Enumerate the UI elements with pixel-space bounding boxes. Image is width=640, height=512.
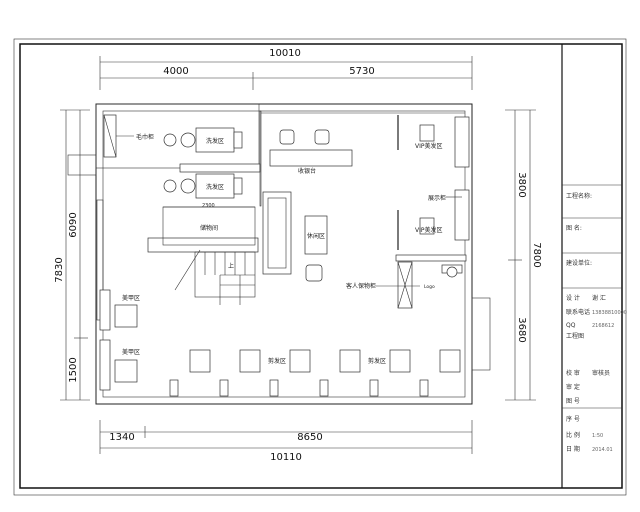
mirror-station [319,379,329,397]
stairs-up-label: 上 [228,262,234,270]
label-wash-area-1: 洗发区 [206,137,224,145]
scale-value: 1:50 [592,433,603,439]
cashier-counter [269,149,353,167]
outer-border [13,38,627,496]
project-label: 工程名称: [566,192,592,200]
qq-value: 2168612 [592,323,614,329]
sofa [262,191,292,275]
label-display-cabinet: 展示柜 [428,194,446,202]
label-wash-area-2: 洗发区 [206,183,224,191]
dim-right-total: 7800 [531,242,542,267]
label-nail-area-2: 美甲区 [122,348,140,356]
cutting-chairs [169,349,461,397]
dim-right-lower: 3680 [516,317,527,342]
dim-bottom-left: 1340 [109,432,134,443]
mirror-station [419,379,429,397]
label-vip-1: VIP美发区 [415,142,443,150]
qq-label: QQ [566,322,576,329]
label-towel-cabinet: 毛巾柜 [136,133,154,141]
mirror-station [169,379,179,397]
dim-left-upper: 6090 [68,212,79,237]
inner-border [19,43,623,489]
cutting-chair [389,349,411,373]
dim-top-total: 10010 [269,48,301,59]
date2-value: 2014.01 [592,447,613,453]
dim-small: 2300 [202,203,215,209]
cutting-chair [189,349,211,373]
date-label: 审 定 [566,383,580,391]
mirror-station [219,379,229,397]
furniture [103,114,463,383]
label-nail-area-1: 美甲区 [122,294,140,302]
check-label: 校 审 [566,369,580,377]
dim-left-lower: 1500 [68,357,79,382]
label-lounge: 休闲区 [307,232,325,240]
unit-label: 建设单位: [566,259,592,267]
cutting-chair [239,349,261,373]
wash-bed-1 [195,127,235,153]
check-value: 审核员 [592,369,610,377]
label-storage: 储物间 [200,224,218,232]
title-block: 工程名称: 图 名: 建设单位: 设 计 谢 汇 联系电话 1383881000… [562,184,627,453]
cutting-chair [289,349,311,373]
cutting-chair [339,349,361,373]
dim-bottom-right: 8650 [297,432,322,443]
seal-label: 工程图 [566,332,584,340]
mirror-station [369,379,379,397]
scale-label: 比 例 [566,431,580,439]
label-cut-area-1: 剪发区 [268,357,286,365]
dim-right-upper: 3800 [516,172,527,197]
dim-bottom-total: 10110 [270,452,302,463]
dimension-lines [60,56,536,454]
leader-lines [116,135,462,287]
coffee-table [304,215,328,255]
design-value: 谢 汇 [592,294,606,302]
design-label: 设 计 [566,294,580,302]
dim-top-left: 4000 [163,66,188,77]
dim-left-total: 7830 [54,257,65,282]
label-cut-area-2: 剪发区 [368,357,386,365]
drawing-label: 图 名: [566,224,582,232]
date2-label: 日 期 [566,445,580,453]
phone-label: 联系电话 [566,308,590,316]
label-vip-2: VIP美发区 [415,226,443,234]
label-logo: Logo [424,284,435,290]
phone-value: 13838810000 [592,310,627,316]
dim-top-right: 5730 [349,66,374,77]
wash-bed-2 [195,173,235,199]
sheet-label: 序 号 [566,415,580,423]
stairs [174,249,256,305]
mirror-station [269,379,279,397]
cutting-chair [439,349,461,373]
label-guest-locker: 客人保物柜 [346,282,376,290]
walls [67,103,491,405]
drawno-label: 图 号 [566,398,580,405]
label-cashier: 收银台 [298,167,316,175]
